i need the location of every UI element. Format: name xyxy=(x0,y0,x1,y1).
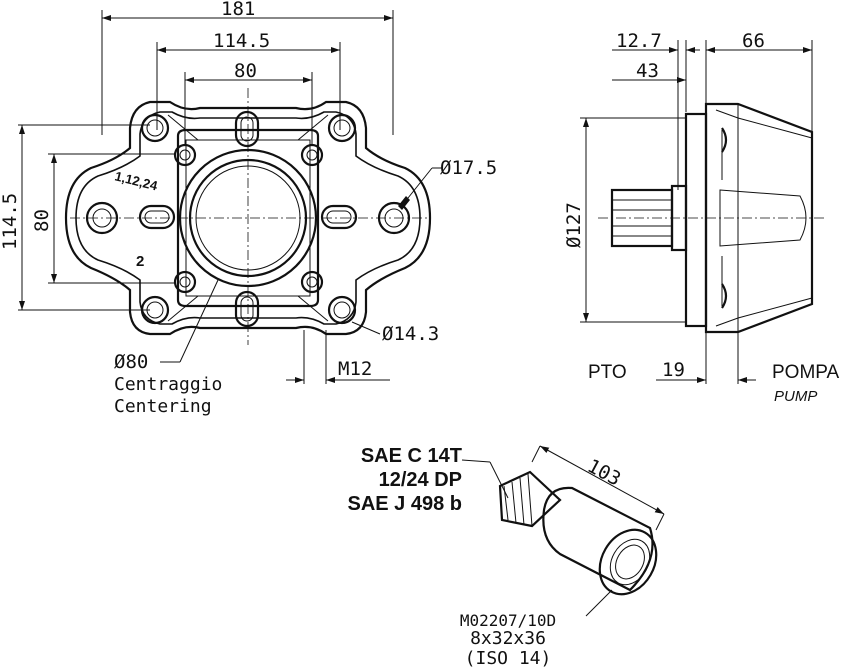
shaft-adapter: SAE C 14T 12/24 DP SAE J 498 b 103 M0220… xyxy=(347,445,665,669)
label-1-12-24: 1,12,24 xyxy=(113,168,159,193)
pto-label: PTO xyxy=(588,362,627,383)
dia-17-5: Ø17.5 xyxy=(440,157,497,179)
centering-label: Centering xyxy=(114,396,212,417)
sae-c-label: SAE C 14T xyxy=(361,445,462,467)
dim-43: 43 xyxy=(636,60,659,82)
dia-14-3: Ø14.3 xyxy=(382,323,439,345)
m12-label: M12 xyxy=(338,358,372,380)
dim-80-top: 80 xyxy=(234,60,257,82)
dim-114-5-left: 114.5 xyxy=(0,193,21,250)
label-2: 2 xyxy=(136,253,144,270)
dia-80: Ø80 xyxy=(114,351,148,373)
side-hole-left xyxy=(85,201,119,235)
centraggio-label: Centraggio xyxy=(114,374,222,395)
side-view: 12.7 66 43 Ø127 PTO 19 POMPA PUMP xyxy=(563,30,840,405)
mounting-holes-outer xyxy=(140,113,357,325)
iso-label: (ISO 14) xyxy=(465,648,552,669)
dim-114-5-top: 114.5 xyxy=(213,30,270,52)
sae-j-label: SAE J 498 b xyxy=(347,493,462,515)
flange-plate xyxy=(684,112,708,328)
dim-103: 103 xyxy=(584,455,625,491)
dim-12-7: 12.7 xyxy=(616,30,662,52)
dp-label: 12/24 DP xyxy=(379,469,462,491)
pump-label: PUMP xyxy=(774,388,817,405)
pompa-label: POMPA xyxy=(772,362,840,383)
dim-181: 181 xyxy=(221,0,255,20)
dim-66: 66 xyxy=(742,30,765,52)
spline-code: M02207/10D xyxy=(460,611,556,630)
spline-size: 8x32x36 xyxy=(470,628,546,649)
dim-19: 19 xyxy=(662,359,685,381)
front-view: 181 114.5 80 114.5 80 xyxy=(0,0,497,417)
flange-outline xyxy=(64,100,432,336)
side-hole-right xyxy=(377,201,411,235)
dim-80-left: 80 xyxy=(31,209,53,232)
dia-127: Ø127 xyxy=(563,202,585,248)
centering-bore xyxy=(178,148,318,288)
mounting-holes-inner xyxy=(173,143,324,294)
